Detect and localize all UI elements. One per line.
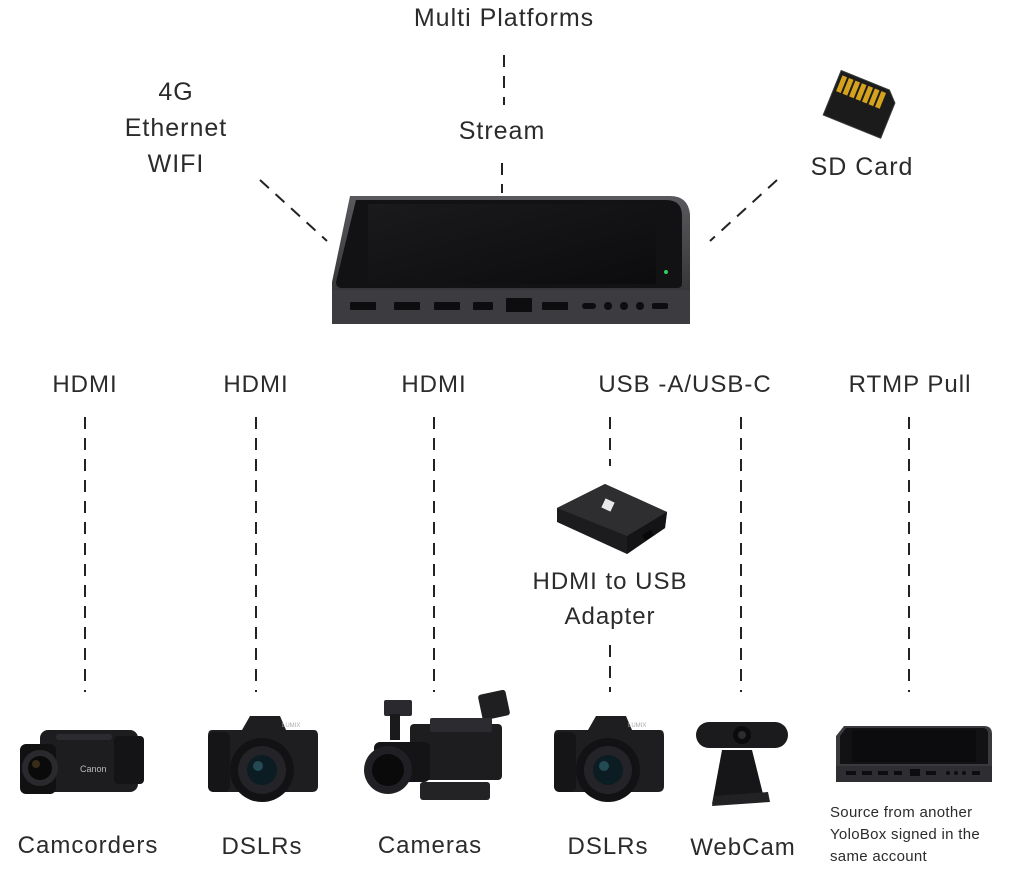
second-yolobox-icon bbox=[836, 726, 992, 782]
camcorder-brand-text: Canon bbox=[80, 764, 107, 774]
camcorder-icon: Canon bbox=[20, 730, 144, 794]
dslr-1-brand-text: LUMIX bbox=[282, 723, 300, 729]
usb-label: USB -A/USB-C bbox=[598, 371, 772, 398]
dslr-1-icon: LUMIX bbox=[208, 716, 318, 802]
hdmi-usb-adapter bbox=[557, 484, 667, 554]
source-note-line-1: Source from another bbox=[830, 804, 973, 821]
dslr-2-icon: LUMIX bbox=[554, 716, 664, 802]
sd-card-icon bbox=[822, 69, 896, 139]
hdmi-3-label: HDMI bbox=[401, 371, 467, 398]
dslr-2-brand-text: LUMIX bbox=[628, 723, 646, 729]
sd-card-connector bbox=[709, 179, 778, 242]
rtmp-pull-label: RTMP Pull bbox=[848, 371, 972, 398]
adapter-label-line-2: Adapter bbox=[564, 603, 656, 630]
webcam-icon bbox=[696, 722, 788, 806]
yolobox-device bbox=[332, 196, 690, 324]
cameras-label: Cameras bbox=[377, 832, 483, 859]
network-connector bbox=[259, 179, 328, 242]
multi-platforms-label: Multi Platforms bbox=[413, 4, 595, 32]
source-note-line-3: same account bbox=[830, 848, 927, 865]
network-ethernet-label: Ethernet bbox=[124, 114, 228, 142]
network-wifi-label: WIFI bbox=[147, 150, 205, 178]
stream-label: Stream bbox=[458, 117, 546, 145]
dslrs-2-label: DSLRs bbox=[567, 833, 649, 860]
network-4g-label: 4G bbox=[158, 78, 194, 106]
dslrs-1-label: DSLRs bbox=[221, 833, 303, 860]
sd-card-label: SD Card bbox=[810, 153, 914, 181]
adapter-label-line-1: HDMI to USB bbox=[532, 568, 688, 595]
webcam-label: WebCam bbox=[690, 834, 796, 861]
pro-camera-icon bbox=[364, 690, 510, 800]
hdmi-2-label: HDMI bbox=[223, 371, 289, 398]
hdmi-1-label: HDMI bbox=[52, 371, 118, 398]
camcorders-label: Camcorders bbox=[17, 832, 159, 859]
source-note-line-2: YoloBox signed in the bbox=[830, 826, 981, 843]
